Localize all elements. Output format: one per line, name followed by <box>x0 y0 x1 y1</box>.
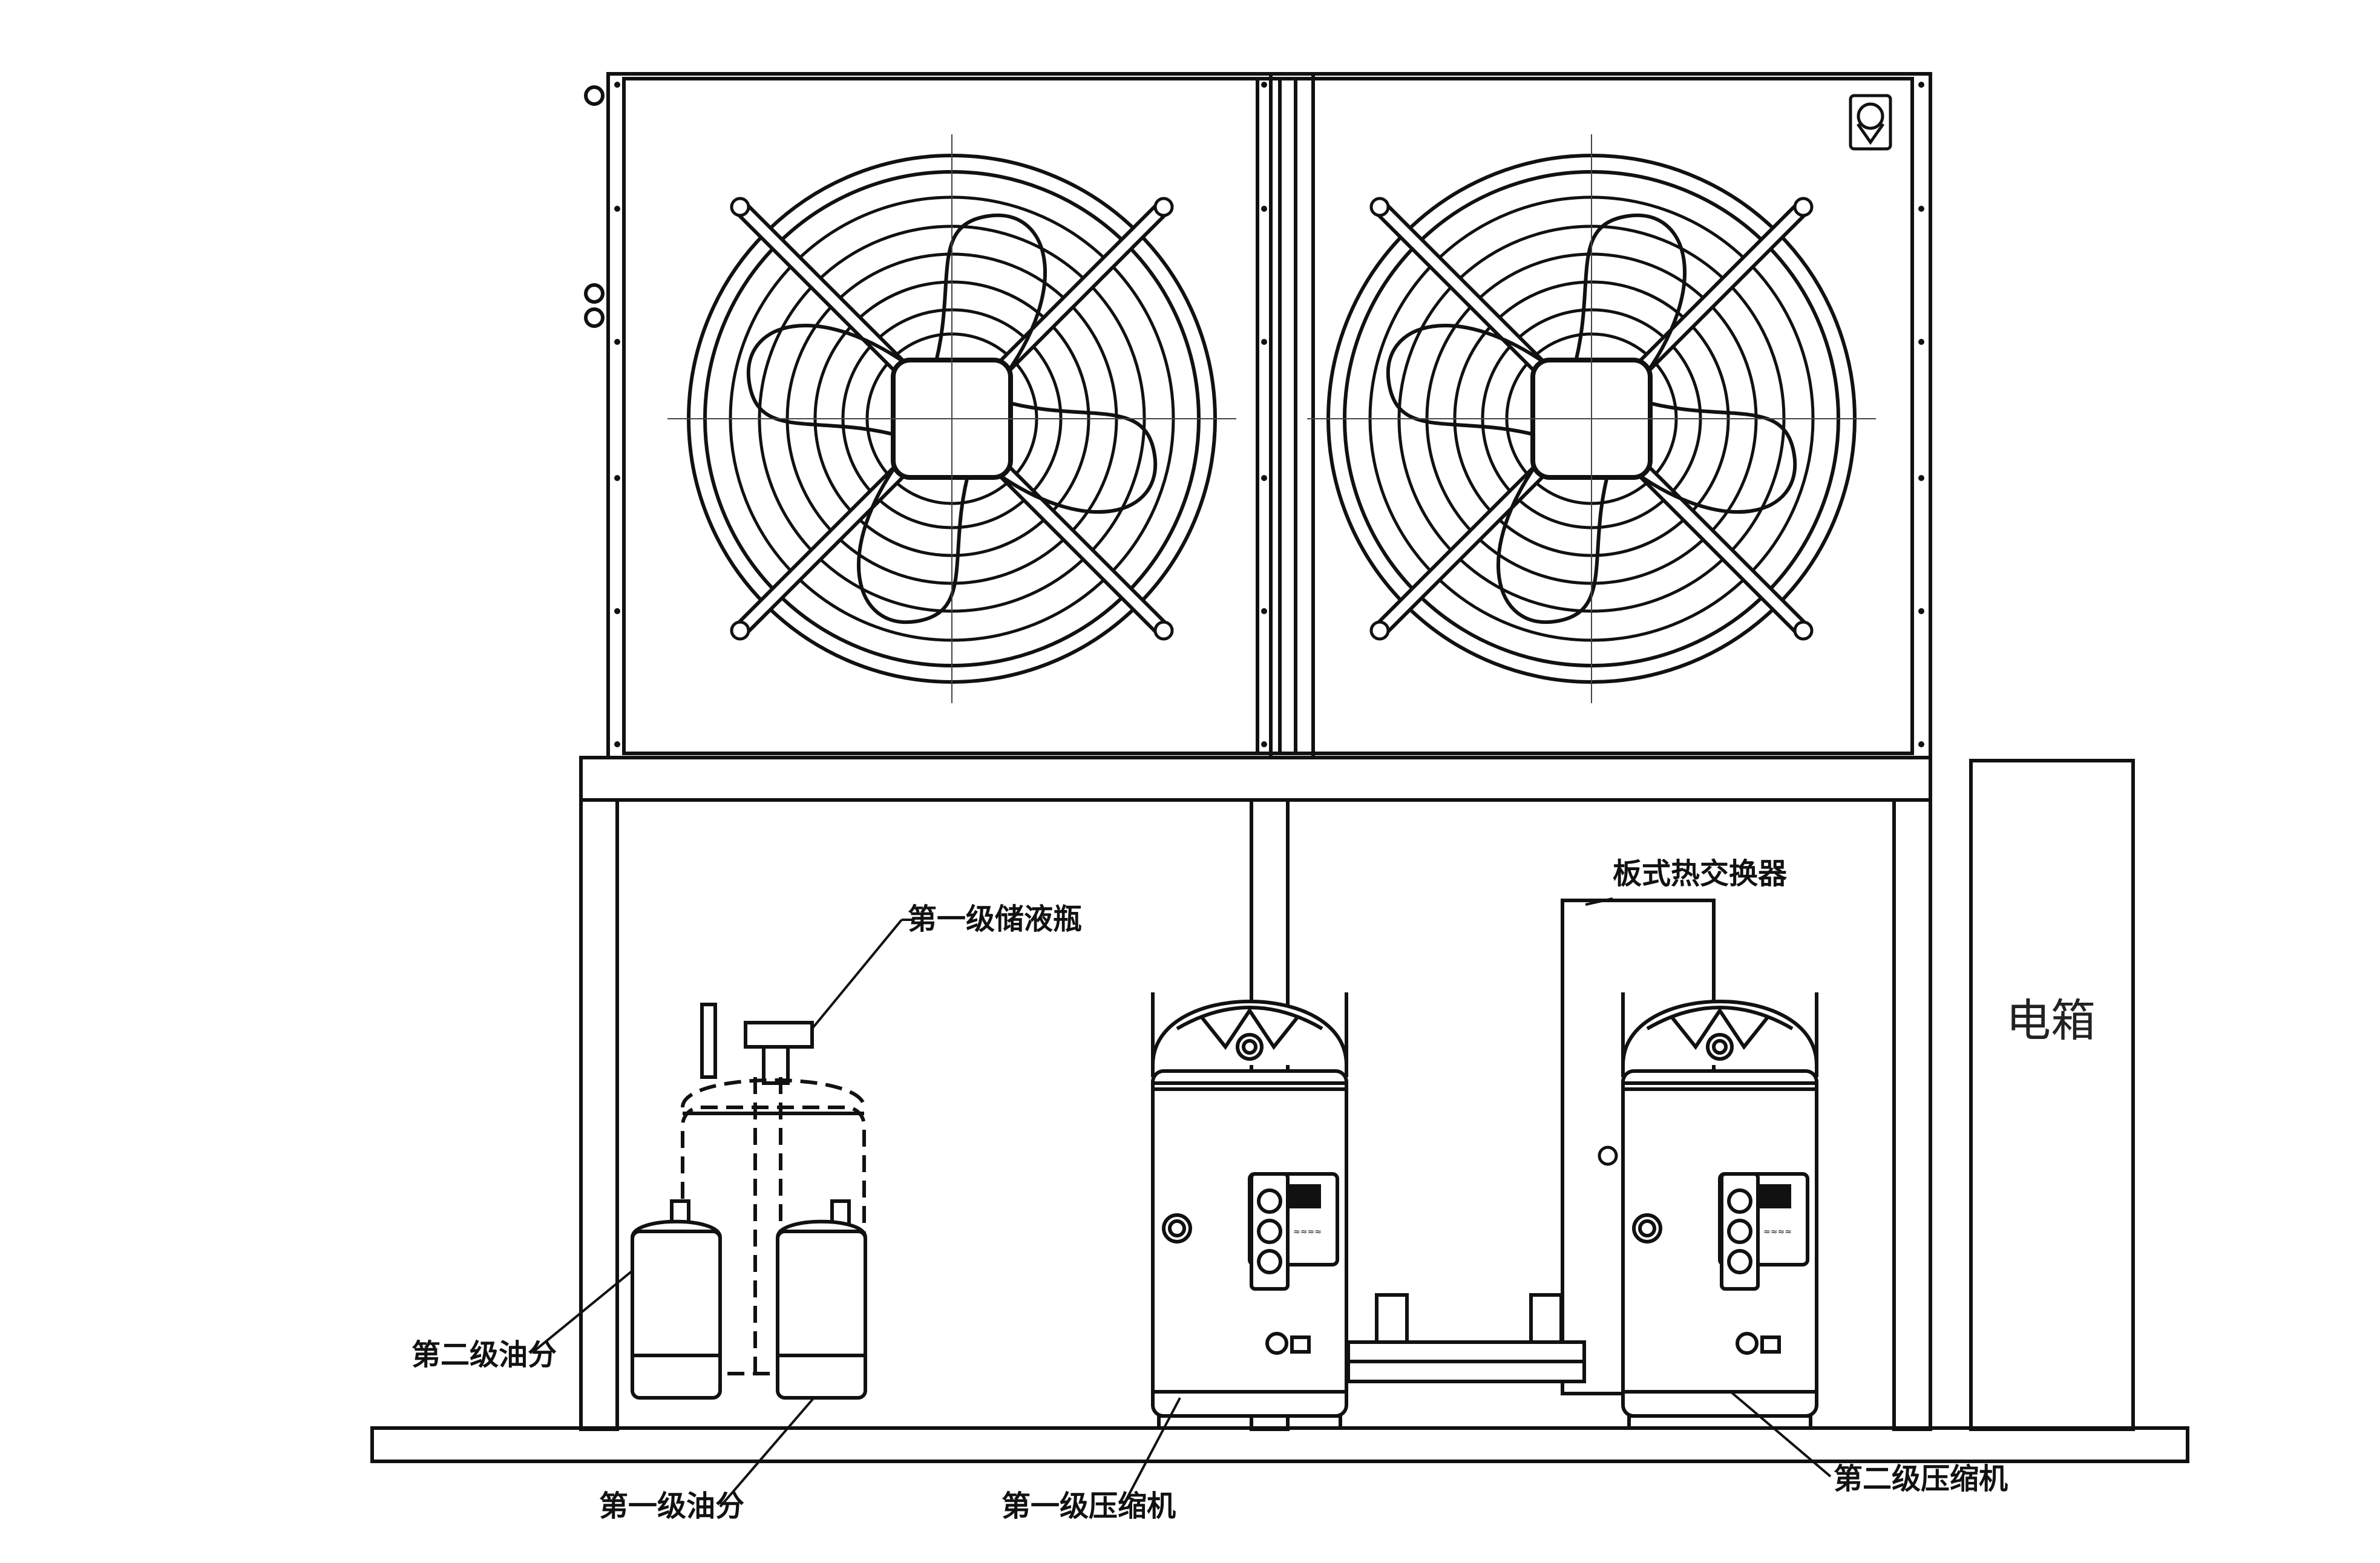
stage1-compressor <box>1153 992 1346 1428</box>
pipe-connection-ports <box>584 85 605 328</box>
label-plate-heat-exchanger: 板式热交换器 <box>1613 857 1788 891</box>
stage2-oil-separator <box>631 1199 722 1400</box>
stage2-compressor <box>1623 992 1817 1428</box>
stage1-oil-separator <box>776 1199 867 1400</box>
electric-box <box>1969 759 2135 1431</box>
interstage-piping <box>1346 1293 1586 1383</box>
label-stage2-oil-separator: 第二级油分 <box>411 1338 557 1372</box>
label-stage1-receiver: 第一级储液瓶 <box>908 902 1083 936</box>
leader-lines <box>531 897 1832 1508</box>
label-electric-box: 电箱 <box>2006 995 2096 1047</box>
fan-right <box>1307 134 1876 703</box>
label-stage1-oil-separator: 第一级油分 <box>599 1489 745 1523</box>
label-stage1-compressor: 第一级压缩机 <box>1002 1489 1176 1523</box>
logo-icon <box>1849 94 1892 151</box>
fan-cabinet <box>606 72 1932 759</box>
fan-left <box>667 134 1236 703</box>
cabinet-rivets <box>614 82 1924 747</box>
label-stage2-compressor: 第二级压缩机 <box>1834 1462 2008 1496</box>
